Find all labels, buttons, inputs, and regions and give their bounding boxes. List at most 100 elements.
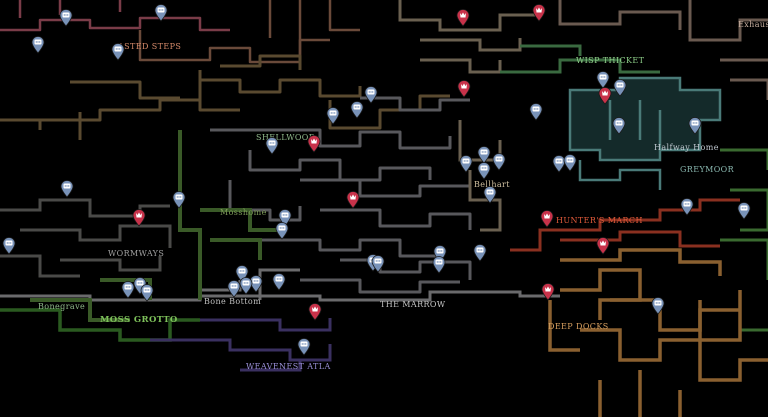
- speech-bubble-icon: [563, 154, 577, 172]
- speech-bubble-icon: [60, 180, 74, 198]
- map-label-weavenest-atla: WEAVENEST ATLA: [246, 362, 331, 371]
- map-label-bone-bottom: Bone Bottom: [204, 297, 262, 306]
- npc-map-pin[interactable]: [140, 284, 154, 302]
- boss-map-pin[interactable]: [541, 283, 555, 301]
- skull-icon: [308, 303, 322, 321]
- map-label-bonegrave: Bonegrave: [38, 302, 86, 311]
- npc-map-pin[interactable]: [529, 103, 543, 121]
- npc-map-pin[interactable]: [278, 209, 292, 227]
- npc-map-pin[interactable]: [432, 256, 446, 274]
- npc-map-pin[interactable]: [477, 146, 491, 164]
- boss-map-pin[interactable]: [596, 237, 610, 255]
- skull-icon: [540, 210, 554, 228]
- npc-map-pin[interactable]: [688, 117, 702, 135]
- npc-map-pin[interactable]: [275, 222, 289, 240]
- npc-map-pin[interactable]: [350, 101, 364, 119]
- speech-bubble-icon: [111, 43, 125, 61]
- boss-map-pin[interactable]: [456, 9, 470, 27]
- speech-bubble-icon: [121, 281, 135, 299]
- region-brown-upper: [0, 54, 450, 140]
- region-hunters-march: [510, 198, 740, 252]
- npc-map-pin[interactable]: [364, 86, 378, 104]
- npc-map-pin[interactable]: [563, 154, 577, 172]
- speech-bubble-icon: [492, 153, 506, 171]
- speech-bubble-icon: [737, 202, 751, 220]
- boss-map-pin[interactable]: [132, 209, 146, 227]
- boss-map-pin[interactable]: [457, 80, 471, 98]
- map-label-exhaust: Exhaust: [738, 20, 768, 29]
- speech-bubble-icon: [350, 101, 364, 119]
- speech-bubble-icon: [278, 209, 292, 227]
- speech-bubble-icon: [297, 338, 311, 356]
- npc-map-pin[interactable]: [371, 255, 385, 273]
- speech-bubble-icon: [529, 103, 543, 121]
- map-label-moss-grotto: MOSS GROTTO: [100, 315, 178, 325]
- region-weavenest: [150, 318, 332, 372]
- npc-map-pin[interactable]: [680, 198, 694, 216]
- npc-map-pin[interactable]: [473, 244, 487, 262]
- npc-map-pin[interactable]: [265, 137, 279, 155]
- speech-bubble-icon: [473, 244, 487, 262]
- speech-bubble-icon: [172, 191, 186, 209]
- speech-bubble-icon: [154, 4, 168, 22]
- speech-bubble-icon: [326, 107, 340, 125]
- speech-bubble-icon: [432, 256, 446, 274]
- npc-map-pin[interactable]: [459, 155, 473, 173]
- skull-icon: [541, 283, 555, 301]
- region-blasted-steps: [0, 0, 360, 64]
- speech-bubble-icon: [552, 155, 566, 173]
- skull-icon: [457, 80, 471, 98]
- npc-map-pin[interactable]: [326, 107, 340, 125]
- speech-bubble-icon: [477, 162, 491, 180]
- map-label-halfway-home: Halfway Home: [654, 143, 719, 152]
- region-exhaust: [558, 0, 768, 100]
- map-label-bellhart: Bellhart: [474, 180, 510, 189]
- npc-map-pin[interactable]: [613, 79, 627, 97]
- speech-bubble-icon: [612, 117, 626, 135]
- skull-icon: [596, 237, 610, 255]
- boss-map-pin[interactable]: [540, 210, 554, 228]
- npc-map-pin[interactable]: [492, 153, 506, 171]
- npc-map-pin[interactable]: [651, 297, 665, 315]
- speech-bubble-icon: [227, 280, 241, 298]
- npc-map-pin[interactable]: [596, 71, 610, 89]
- boss-map-pin[interactable]: [307, 135, 321, 153]
- npc-map-pin[interactable]: [483, 186, 497, 204]
- npc-map-pin[interactable]: [737, 202, 751, 220]
- npc-map-pin[interactable]: [249, 275, 263, 293]
- speech-bubble-icon: [249, 275, 263, 293]
- npc-map-pin[interactable]: [552, 155, 566, 173]
- npc-map-pin[interactable]: [60, 180, 74, 198]
- boss-map-pin[interactable]: [346, 191, 360, 209]
- skull-icon: [456, 9, 470, 27]
- region-moss-grotto: [0, 308, 200, 342]
- npc-map-pin[interactable]: [59, 9, 73, 27]
- speech-bubble-icon: [140, 284, 154, 302]
- npc-map-pin[interactable]: [172, 191, 186, 209]
- npc-map-pin[interactable]: [612, 117, 626, 135]
- region-green-right: [720, 148, 768, 332]
- npc-map-pin[interactable]: [272, 273, 286, 291]
- boss-map-pin[interactable]: [598, 87, 612, 105]
- npc-map-pin[interactable]: [121, 281, 135, 299]
- npc-map-pin[interactable]: [297, 338, 311, 356]
- speech-bubble-icon: [239, 277, 253, 295]
- npc-map-pin[interactable]: [31, 36, 45, 54]
- npc-map-pin[interactable]: [477, 162, 491, 180]
- map-label-blasted-steps: ASTED STEPS: [118, 42, 182, 51]
- skull-icon: [307, 135, 321, 153]
- npc-map-pin[interactable]: [2, 237, 16, 255]
- npc-map-pin[interactable]: [154, 4, 168, 22]
- npc-map-pin[interactable]: [227, 280, 241, 298]
- map-label-shellwood: SHELLWOOD: [256, 133, 316, 142]
- boss-map-pin[interactable]: [532, 4, 546, 22]
- region-wisp-thicket: [500, 44, 660, 74]
- boss-map-pin[interactable]: [308, 303, 322, 321]
- speech-bubble-icon: [477, 146, 491, 164]
- speech-bubble-icon: [2, 237, 16, 255]
- npc-map-pin[interactable]: [111, 43, 125, 61]
- npc-map-pin[interactable]: [239, 277, 253, 295]
- speech-bubble-icon: [265, 137, 279, 155]
- speech-bubble-icon: [371, 255, 385, 273]
